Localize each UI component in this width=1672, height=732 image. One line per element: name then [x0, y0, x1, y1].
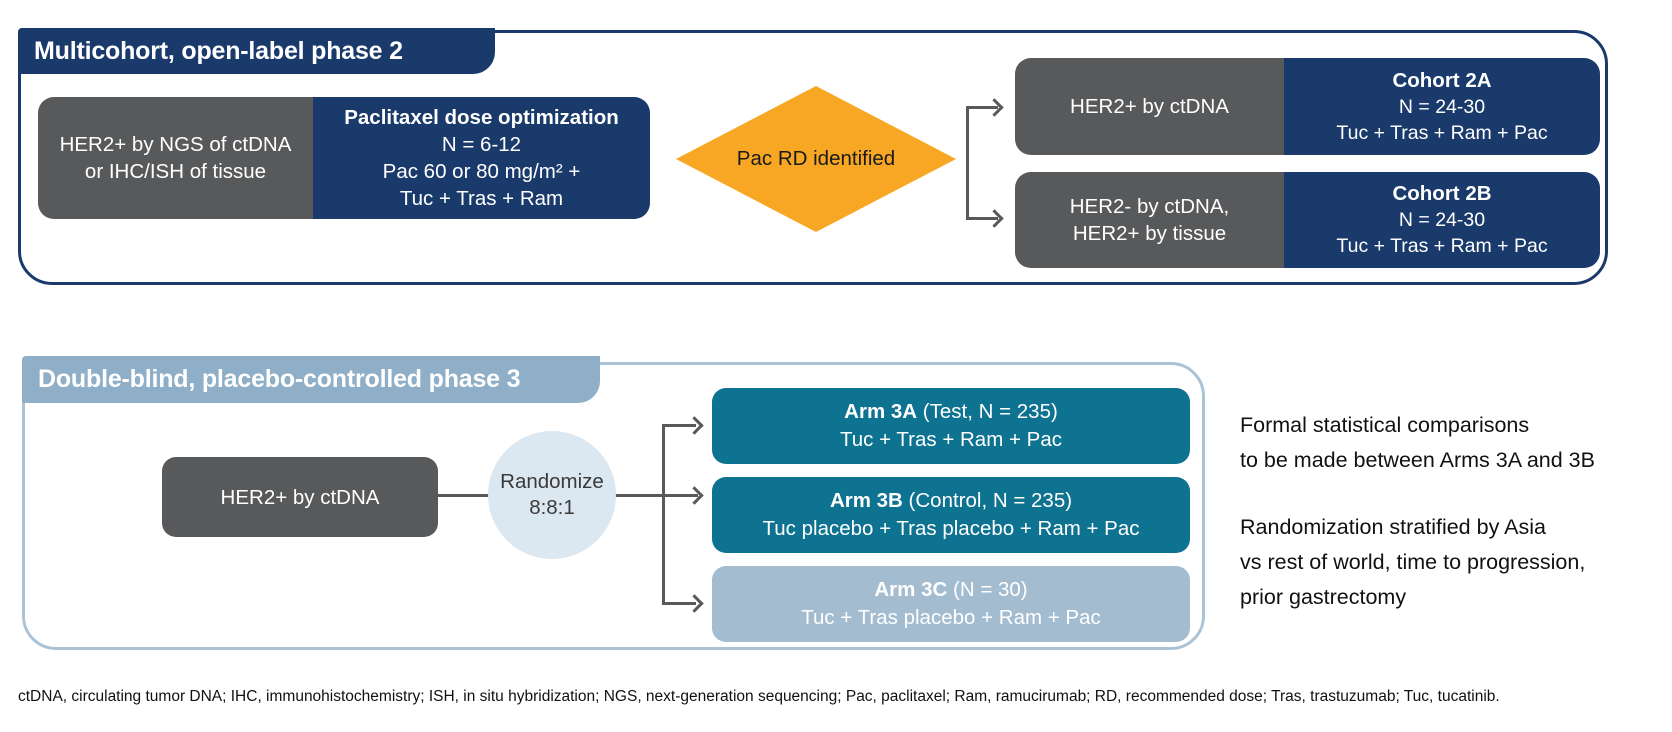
cohort-2a-box: HER2+ by ctDNA Cohort 2A N = 24-30 Tuc +…	[1015, 58, 1600, 155]
cohort-2a-n: N = 24-30	[1398, 95, 1486, 118]
note-statistics-line1: Formal statistical comparisons	[1240, 413, 1530, 437]
phase2-screening-segment: HER2+ by NGS of ctDNA or IHC/ISH of tiss…	[38, 97, 313, 219]
phase2-header: Multicohort, open-label phase 2	[18, 28, 495, 74]
cohort-2b-criteria: HER2- by ctDNA, HER2+ by tissue	[1015, 172, 1284, 268]
cohort-2a-detail: Cohort 2A N = 24-30 Tuc + Tras + Ram + P…	[1284, 58, 1600, 155]
note-stratification: Randomization stratified by Asia vs rest…	[1240, 510, 1670, 615]
side-notes: Formal statistical comparisons to be mad…	[1240, 408, 1670, 647]
arm-3c-regimen: Tuc + Tras placebo + Ram + Pac	[801, 606, 1101, 629]
arm-3b-regimen: Tuc placebo + Tras placebo + Ram + Pac	[762, 517, 1140, 540]
phase3-branch-vline	[662, 424, 665, 605]
cohort-2b-detail: Cohort 2B N = 24-30 Tuc + Tras + Ram + P…	[1284, 172, 1600, 268]
arm-3b-name: Arm 3B	[829, 489, 903, 512]
note-statistics-line2: to be made between Arms 3A and 3B	[1240, 448, 1595, 472]
randomize-circle: Randomize 8:8:1	[488, 431, 616, 559]
phase3-branch-bottom-line	[662, 602, 696, 605]
cohort-2a-regimen: Tuc + Tras + Ram + Pac	[1336, 121, 1548, 144]
abbreviations-footnote: ctDNA, circulating tumor DNA; IHC, immun…	[18, 688, 1500, 705]
phase2-dose-line3: Tuc + Tras + Ram	[399, 187, 564, 210]
phase3-branch-mid-line	[610, 494, 698, 497]
phase2-screening-line1: HER2+ by NGS of ctDNA	[59, 133, 292, 156]
phase3-header: Double-blind, placebo-controlled phase 3	[22, 356, 600, 403]
arm-3c-box: Arm 3C (N = 30) Tuc + Tras placebo + Ram…	[712, 566, 1190, 642]
arm-3a-name: Arm 3A	[844, 400, 918, 423]
phase3-screening-label: HER2+ by ctDNA	[220, 485, 380, 509]
cohort-2b-name: Cohort 2B	[1392, 182, 1492, 205]
phase2-dose-line1: N = 6-12	[441, 133, 522, 156]
note-stratification-line2: vs rest of world, time to progression,	[1240, 550, 1586, 574]
arm-3a-regimen: Tuc + Tras + Ram + Pac	[840, 428, 1062, 451]
note-stratification-line3: prior gastrectomy	[1240, 585, 1407, 609]
phase2-branch-top-line	[966, 106, 998, 109]
arm-3b-detail: (Control, N = 235)	[902, 489, 1073, 512]
phase3-connector-line	[438, 494, 492, 497]
arm-3c-title: Arm 3C (N = 30)	[874, 576, 1027, 604]
cohort-2b-box: HER2- by ctDNA, HER2+ by tissue Cohort 2…	[1015, 172, 1600, 268]
cohort-2a-name: Cohort 2A	[1392, 68, 1492, 92]
randomize-line1: Randomize	[500, 470, 604, 493]
phase3-screening-box: HER2+ by ctDNA	[162, 457, 438, 537]
phase2-dose-line2: Pac 60 or 80 mg/m² +	[382, 160, 581, 183]
arm-3b-box: Arm 3B (Control, N = 235) Tuc placebo + …	[712, 477, 1190, 553]
arm-3a-detail: (Test, N = 235)	[917, 400, 1058, 423]
cohort-2b-criteria-line1: HER2- by ctDNA,	[1069, 195, 1230, 218]
cohort-2b-criteria-line2: HER2+ by tissue	[1072, 222, 1227, 245]
randomize-line2: 8:8:1	[529, 496, 575, 519]
phase2-dose-segment: Paclitaxel dose optimization N = 6-12 Pa…	[313, 97, 650, 219]
arm-3a-box: Arm 3A (Test, N = 235) Tuc + Tras + Ram …	[712, 388, 1190, 464]
cohort-2b-regimen: Tuc + Tras + Ram + Pac	[1336, 235, 1548, 257]
phase2-header-label: Multicohort, open-label phase 2	[34, 36, 403, 65]
cohort-2a-criteria-line1: HER2+ by ctDNA	[1070, 95, 1229, 118]
phase2-dose-title: Paclitaxel dose optimization	[344, 106, 619, 129]
arm-3c-name: Arm 3C	[874, 578, 948, 601]
phase2-screening-dose-box: HER2+ by NGS of ctDNA or IHC/ISH of tiss…	[38, 97, 650, 219]
phase2-branch-vline	[966, 106, 969, 220]
arm-3b-title: Arm 3B (Control, N = 235)	[830, 487, 1072, 515]
phase2-screening-line2: or IHC/ISH of tissue	[84, 160, 267, 183]
arm-3c-detail: (N = 30)	[947, 578, 1028, 601]
note-statistics: Formal statistical comparisons to be mad…	[1240, 408, 1670, 478]
phase3-header-label: Double-blind, placebo-controlled phase 3	[38, 365, 521, 393]
note-stratification-line1: Randomization stratified by Asia	[1240, 515, 1546, 539]
phase2-branch-bottom-line	[966, 217, 998, 220]
cohort-2b-n: N = 24-30	[1398, 209, 1486, 231]
decision-label: Pac RD identified	[736, 147, 896, 170]
phase3-branch-top-line	[662, 424, 696, 427]
cohort-2a-criteria: HER2+ by ctDNA	[1015, 58, 1284, 155]
arm-3a-title: Arm 3A (Test, N = 235)	[844, 398, 1058, 426]
